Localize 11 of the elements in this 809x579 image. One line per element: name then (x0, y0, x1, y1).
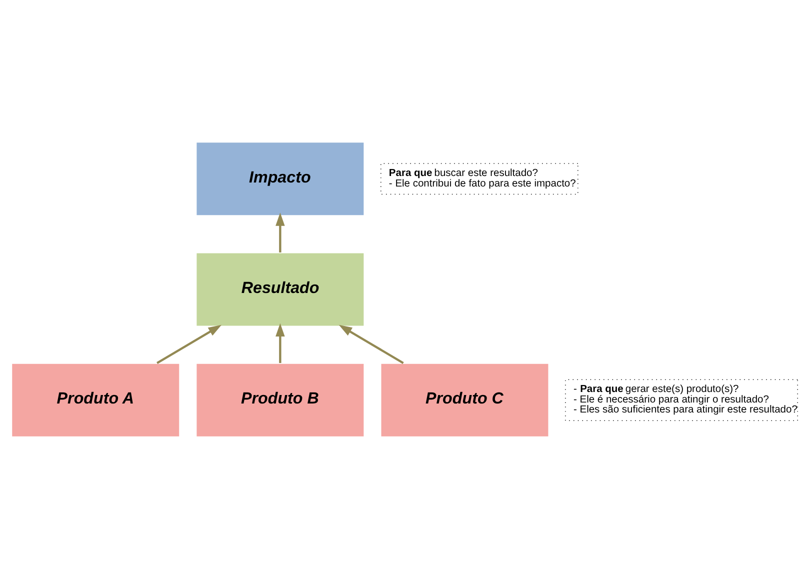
node-box: Resultado (195, 252, 366, 328)
node-box: Produto A (10, 362, 181, 438)
arrow (276, 323, 285, 364)
node-box: Impacto (195, 141, 366, 217)
arrow (276, 212, 285, 252)
arrow (338, 324, 404, 364)
arrow (156, 324, 222, 364)
node-box: Para que buscar este resultado? - Ele contribui de fato para este impacto? (380, 163, 578, 195)
node-box: Produto C (380, 362, 550, 438)
node-box: - Para que gerar este(s) produto(s)? - Ele é necessário para atingir o resultado? - Eles são suficientes para atingir este resultado? (565, 379, 798, 421)
node-box: Produto B (195, 362, 366, 438)
